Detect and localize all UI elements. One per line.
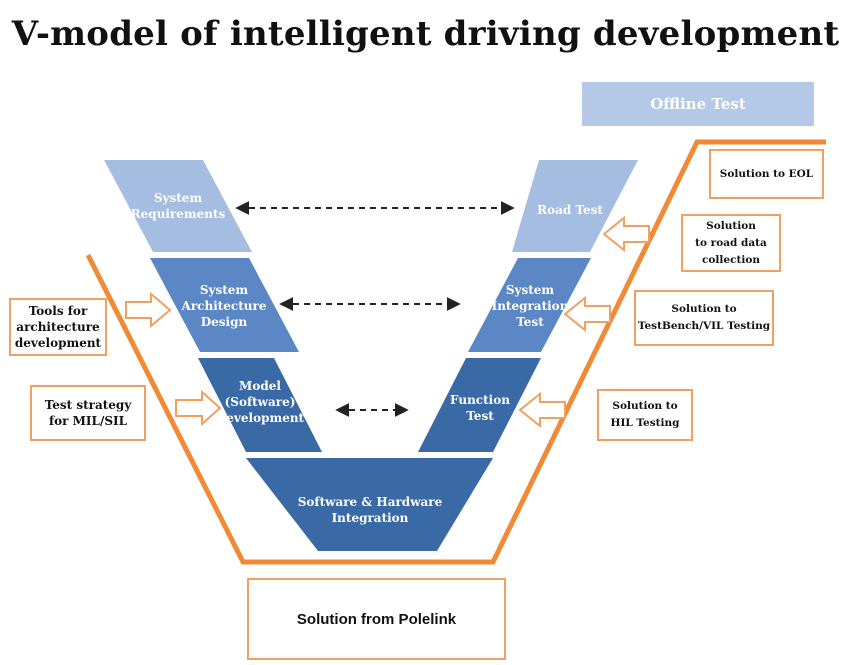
- system-requirements-label: System Requirements: [130, 191, 226, 221]
- block-arrow-right-architecture: [125, 291, 172, 329]
- callout-testbench-vil: Solution to TestBench/VIL Testing: [634, 290, 774, 346]
- callout-road-data-collection: Solution to road data collection: [681, 214, 781, 272]
- function-test-label: Function Test: [450, 393, 510, 423]
- diagram-title: V-model of intelligent driving developme…: [11, 14, 840, 54]
- callout-test-strategy-mil-sil: Test strategy for MIL/SIL: [30, 385, 146, 441]
- system-architecture-design-block: [150, 258, 299, 352]
- polelink-solution-box: Solution from Polelink: [247, 578, 506, 660]
- model-development-block: [198, 358, 322, 452]
- road-test-label: Road Test: [537, 203, 603, 217]
- road-test-block: [512, 160, 638, 252]
- software-hardware-integration-block: [246, 458, 493, 551]
- software-hardware-integration-label: Software & Hardware Integration: [297, 495, 443, 525]
- system-requirements-block: [104, 160, 252, 252]
- system-architecture-design-label: System Architecture Design: [181, 283, 267, 329]
- block-arrow-left-roadtest: [602, 215, 650, 253]
- system-integration-test-label: System Integration Test: [491, 283, 569, 329]
- block-arrow-left-function: [518, 391, 566, 429]
- function-test-block: [418, 358, 541, 452]
- callout-tools-architecture: Tools for architecture development: [9, 298, 107, 356]
- system-integration-test-block: [468, 258, 591, 352]
- callout-solution-eol: Solution to EOL: [709, 149, 824, 199]
- block-arrow-left-integration: [563, 295, 611, 333]
- offline-test-label: Offline Test: [582, 82, 814, 126]
- block-arrow-right-model: [175, 389, 222, 427]
- model-development-label: Model (Software) Development: [215, 379, 305, 425]
- orange-v-outline: [85, 139, 826, 565]
- callout-hil-testing: Solution to HIL Testing: [597, 389, 693, 441]
